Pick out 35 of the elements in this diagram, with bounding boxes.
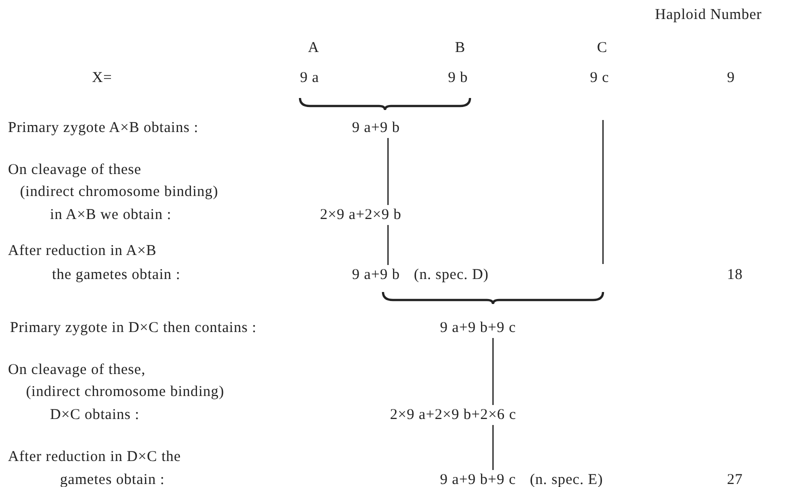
label-text: On cleavage of these (8, 161, 142, 179)
formula-text: 2×9 a+2×9 b (320, 206, 402, 224)
connector-line (387, 225, 389, 265)
label-text: (indirect chromosome binding) (26, 383, 224, 401)
label-text: 18 (727, 266, 743, 284)
formula-text: 9 b (448, 69, 468, 87)
label-text: After reduction in A×B (8, 242, 156, 260)
formula-text: 9 a+9 b (352, 266, 400, 284)
formula-text: 9 a (300, 69, 320, 87)
label-text: 27 (727, 471, 743, 487)
label-text: gametes obtain : (60, 471, 165, 487)
label-text: in A×B we obtain : (50, 206, 172, 224)
label-text: On cleavage of these, (8, 361, 146, 379)
label-text: (indirect chromosome binding) (20, 183, 218, 201)
formula-text: 2×9 a+2×9 b+2×6 c (390, 406, 516, 424)
label-text: X= (92, 69, 112, 87)
label-text: the gametes obtain : (52, 266, 180, 284)
label-text: C (597, 39, 608, 57)
label-text: 9 (727, 69, 735, 87)
species-note: (n. spec. D) (414, 266, 489, 284)
formula-text: 9 a+9 b (352, 119, 400, 137)
formula-text: 9 c (590, 69, 610, 87)
label-text: After reduction in D×C the (8, 448, 181, 466)
label-text: D×C obtains : (50, 406, 140, 424)
label-text: Haploid Number (655, 6, 762, 24)
label-text: B (455, 39, 466, 57)
formula-text: 9 a+9 b+9 c (440, 471, 516, 487)
connector-line (387, 138, 389, 205)
label-text: Primary zygote A×B obtains : (8, 119, 198, 137)
connector-line (492, 338, 494, 405)
species-note: (n. spec. E) (530, 471, 603, 487)
formula-text: 9 a+9 b+9 c (440, 319, 516, 337)
label-text: A (308, 39, 320, 57)
label-text: Primary zygote in D×C then contains : (10, 319, 257, 337)
connector-line (492, 425, 494, 470)
